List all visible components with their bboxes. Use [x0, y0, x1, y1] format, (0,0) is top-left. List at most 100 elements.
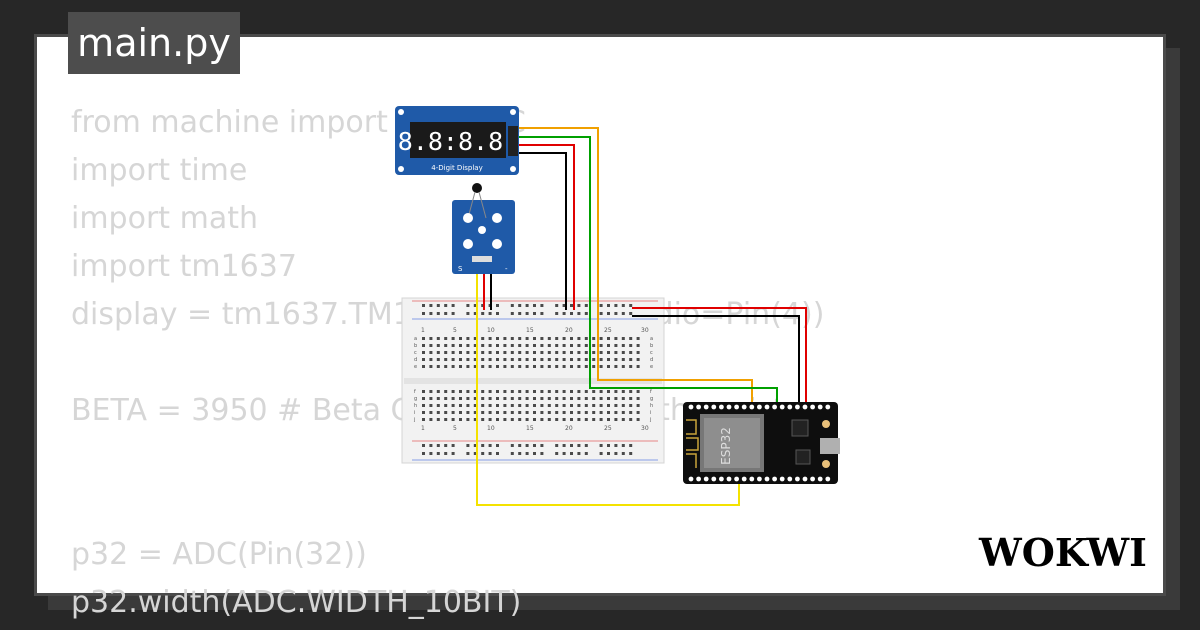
- breadboard-hole: [533, 411, 536, 414]
- breadboard-hole: [503, 351, 507, 354]
- breadboard-hole: [473, 418, 477, 421]
- breadboard-hole: [473, 411, 477, 414]
- breadboard-hole: [577, 358, 581, 361]
- breadboard-hole: [518, 312, 522, 315]
- breadboard-hole: [570, 312, 573, 315]
- breadboard-hole: [636, 365, 640, 368]
- breadboard-hole: [459, 344, 462, 347]
- breadboard-hole: [518, 351, 522, 354]
- breadboard-hole: [518, 304, 522, 307]
- breadboard-hole: [481, 452, 485, 455]
- breadboard-hole: [466, 344, 470, 347]
- breadboard-hole: [540, 444, 544, 447]
- breadboard-row-letter: b: [414, 343, 417, 349]
- breadboard-hole: [562, 452, 566, 455]
- breadboard-hole: [599, 418, 603, 421]
- breadboard-hole: [599, 444, 603, 447]
- breadboard-hole: [429, 351, 433, 354]
- file-tab[interactable]: main.py: [68, 12, 240, 74]
- breadboard-col-number: 1: [421, 425, 425, 432]
- breadboard-hole: [533, 344, 536, 347]
- breadboard-hole: [459, 390, 462, 393]
- ntc-sensor-module[interactable]: S -: [452, 183, 515, 274]
- breadboard-hole: [570, 411, 573, 414]
- breadboard-hole: [422, 312, 425, 315]
- esp32-pin: [696, 476, 701, 482]
- breadboard-hole: [436, 312, 440, 315]
- esp32-pin: [711, 476, 717, 482]
- four-digit-display[interactable]: 8.8:8.8. 4-Digit Display: [395, 106, 519, 175]
- breadboard-col-number: 10: [487, 327, 495, 334]
- breadboard-hole: [599, 390, 603, 393]
- esp32-pin: [825, 404, 831, 410]
- breadboard-hole: [488, 344, 492, 347]
- breadboard-hole: [518, 365, 522, 368]
- breadboard-hole: [562, 411, 566, 414]
- breadboard-hole: [422, 344, 425, 347]
- breadboard-hole: [459, 351, 462, 354]
- breadboard-hole: [607, 304, 610, 307]
- breadboard-hole: [614, 351, 618, 354]
- breadboard-hole: [629, 397, 633, 400]
- breadboard-hole: [570, 452, 573, 455]
- breadboard-hole: [488, 397, 492, 400]
- breadboard-hole: [607, 358, 610, 361]
- breadboard-hole: [518, 344, 522, 347]
- breadboard-hole: [481, 365, 485, 368]
- breadboard-hole: [466, 411, 470, 414]
- breadboard-col-number: 15: [526, 425, 534, 432]
- breadboard-hole: [540, 351, 544, 354]
- breadboard-hole: [629, 365, 633, 368]
- breadboard-hole: [577, 452, 581, 455]
- breadboard-hole: [518, 337, 522, 340]
- esp32-pin: [764, 476, 770, 482]
- breadboard-hole: [607, 404, 610, 407]
- breadboard-hole: [466, 397, 470, 400]
- breadboard-hole: [614, 365, 618, 368]
- breadboard-hole: [436, 344, 440, 347]
- esp32-board[interactable]: ESP32: [683, 402, 840, 484]
- wire-yellow: [476, 270, 740, 506]
- breadboard-hole: [422, 365, 425, 368]
- breadboard-hole: [488, 411, 492, 414]
- breadboard-row-letter: g: [650, 396, 653, 402]
- breadboard-hole: [429, 390, 433, 393]
- breadboard-row-letter: i: [650, 410, 651, 416]
- breadboard-hole: [636, 418, 640, 421]
- breadboard-hole: [607, 365, 610, 368]
- breadboard-hole: [614, 397, 618, 400]
- breadboard-hole: [451, 344, 455, 347]
- breadboard-hole: [451, 337, 455, 340]
- breadboard-hole: [481, 337, 485, 340]
- esp32-pin: [817, 404, 823, 410]
- breadboard-hole: [621, 404, 625, 407]
- breadboard-col-number: 25: [604, 425, 612, 432]
- ntc-pin-minus: -: [505, 265, 508, 273]
- breadboard-hole: [473, 444, 477, 447]
- breadboard-hole: [436, 351, 440, 354]
- breadboard-hole: [510, 404, 514, 407]
- breadboard-hole: [503, 404, 507, 407]
- breadboard-hole: [510, 411, 514, 414]
- breadboard-hole: [555, 390, 559, 393]
- breadboard-hole: [540, 452, 544, 455]
- breadboard-hole: [629, 404, 633, 407]
- breadboard-row-letter: a: [650, 336, 653, 342]
- esp32-pin: [734, 404, 739, 410]
- breadboard-hole: [422, 304, 425, 307]
- breadboard-hole: [614, 344, 618, 347]
- breadboard-hole: [540, 365, 544, 368]
- code-line: p32 = ADC(Pin(32)): [71, 537, 367, 572]
- breadboard-hole: [444, 411, 448, 414]
- breadboard-hole: [473, 404, 477, 407]
- breadboard-hole: [562, 304, 566, 307]
- breadboard-hole: [614, 390, 618, 393]
- breadboard-hole: [481, 404, 485, 407]
- breadboard-hole: [466, 351, 470, 354]
- breadboard-hole: [481, 390, 485, 393]
- breadboard-hole: [540, 344, 544, 347]
- breadboard-hole: [636, 404, 640, 407]
- breadboard-hole: [629, 351, 633, 354]
- breadboard-hole: [444, 365, 448, 368]
